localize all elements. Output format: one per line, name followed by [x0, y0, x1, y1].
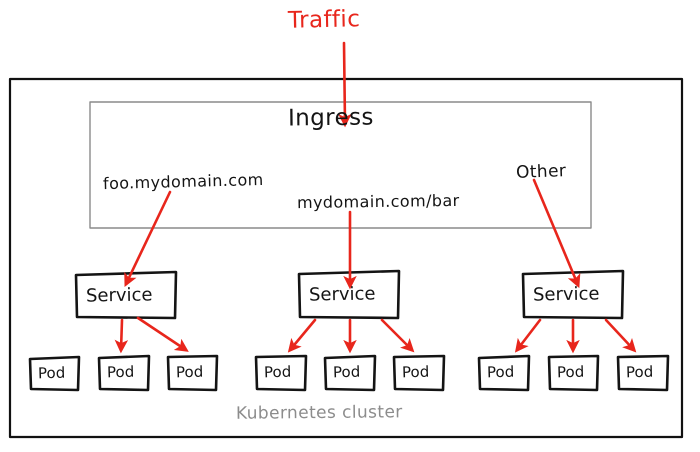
pod-3-2-label: Pod — [556, 362, 585, 382]
traffic-label: Traffic — [287, 6, 361, 34]
pod-3-3-box[interactable] — [616, 354, 670, 392]
ingress-box — [89, 101, 592, 229]
service-2-label: Service — [308, 283, 376, 306]
pod-2-1-label: Pod — [263, 362, 292, 382]
arrow-service-2-to-pod-2-1 — [287, 318, 317, 353]
service-1-label: Service — [85, 284, 153, 307]
service-2-box[interactable] — [297, 269, 401, 320]
pod-2-2-label: Pod — [332, 362, 361, 382]
arrow-service-1-to-pod-1-2 — [114, 318, 129, 354]
pod-2-3-box[interactable] — [392, 354, 446, 392]
service-1-box[interactable] — [74, 270, 178, 320]
pod-1-1-label: Pod — [37, 363, 66, 383]
pod-3-1-label: Pod — [486, 362, 515, 382]
pod-3-1-box[interactable] — [477, 354, 531, 392]
pod-3-2-box[interactable] — [547, 354, 600, 392]
pod-2-3-label: Pod — [401, 362, 430, 382]
cluster-caption: Kubernetes cluster — [235, 402, 403, 424]
ingress-rule-other-label: Other — [515, 161, 567, 183]
arrow-service-1-to-pod-1-3 — [136, 316, 189, 352]
arrow-traffic-to-ingress — [338, 41, 352, 128]
cluster-box — [8, 77, 684, 439]
pod-1-3-label: Pod — [175, 362, 204, 382]
pod-2-1-box[interactable] — [254, 354, 308, 392]
arrow-service-3-to-pod-3-3 — [604, 318, 637, 353]
arrow-service-2-to-pod-2-3 — [380, 318, 415, 353]
pod-3-3-label: Pod — [625, 362, 654, 382]
pod-1-3-box[interactable] — [166, 354, 219, 392]
arrow-rule-foo-to-service-1 — [124, 190, 172, 288]
pod-2-2-box[interactable] — [323, 354, 377, 392]
service-3-box[interactable] — [521, 269, 625, 320]
service-3-label: Service — [532, 283, 600, 306]
pod-1-1-box[interactable] — [28, 355, 81, 392]
ingress-rule-bar-label: mydomain.com/bar — [296, 190, 460, 213]
arrow-rule-other-to-service-3 — [532, 178, 581, 289]
pod-1-2-label: Pod — [106, 362, 135, 382]
ingress-label: Ingress — [287, 104, 374, 132]
pod-1-2-box[interactable] — [97, 354, 151, 392]
arrow-service-3-to-pod-3-1 — [514, 318, 542, 353]
